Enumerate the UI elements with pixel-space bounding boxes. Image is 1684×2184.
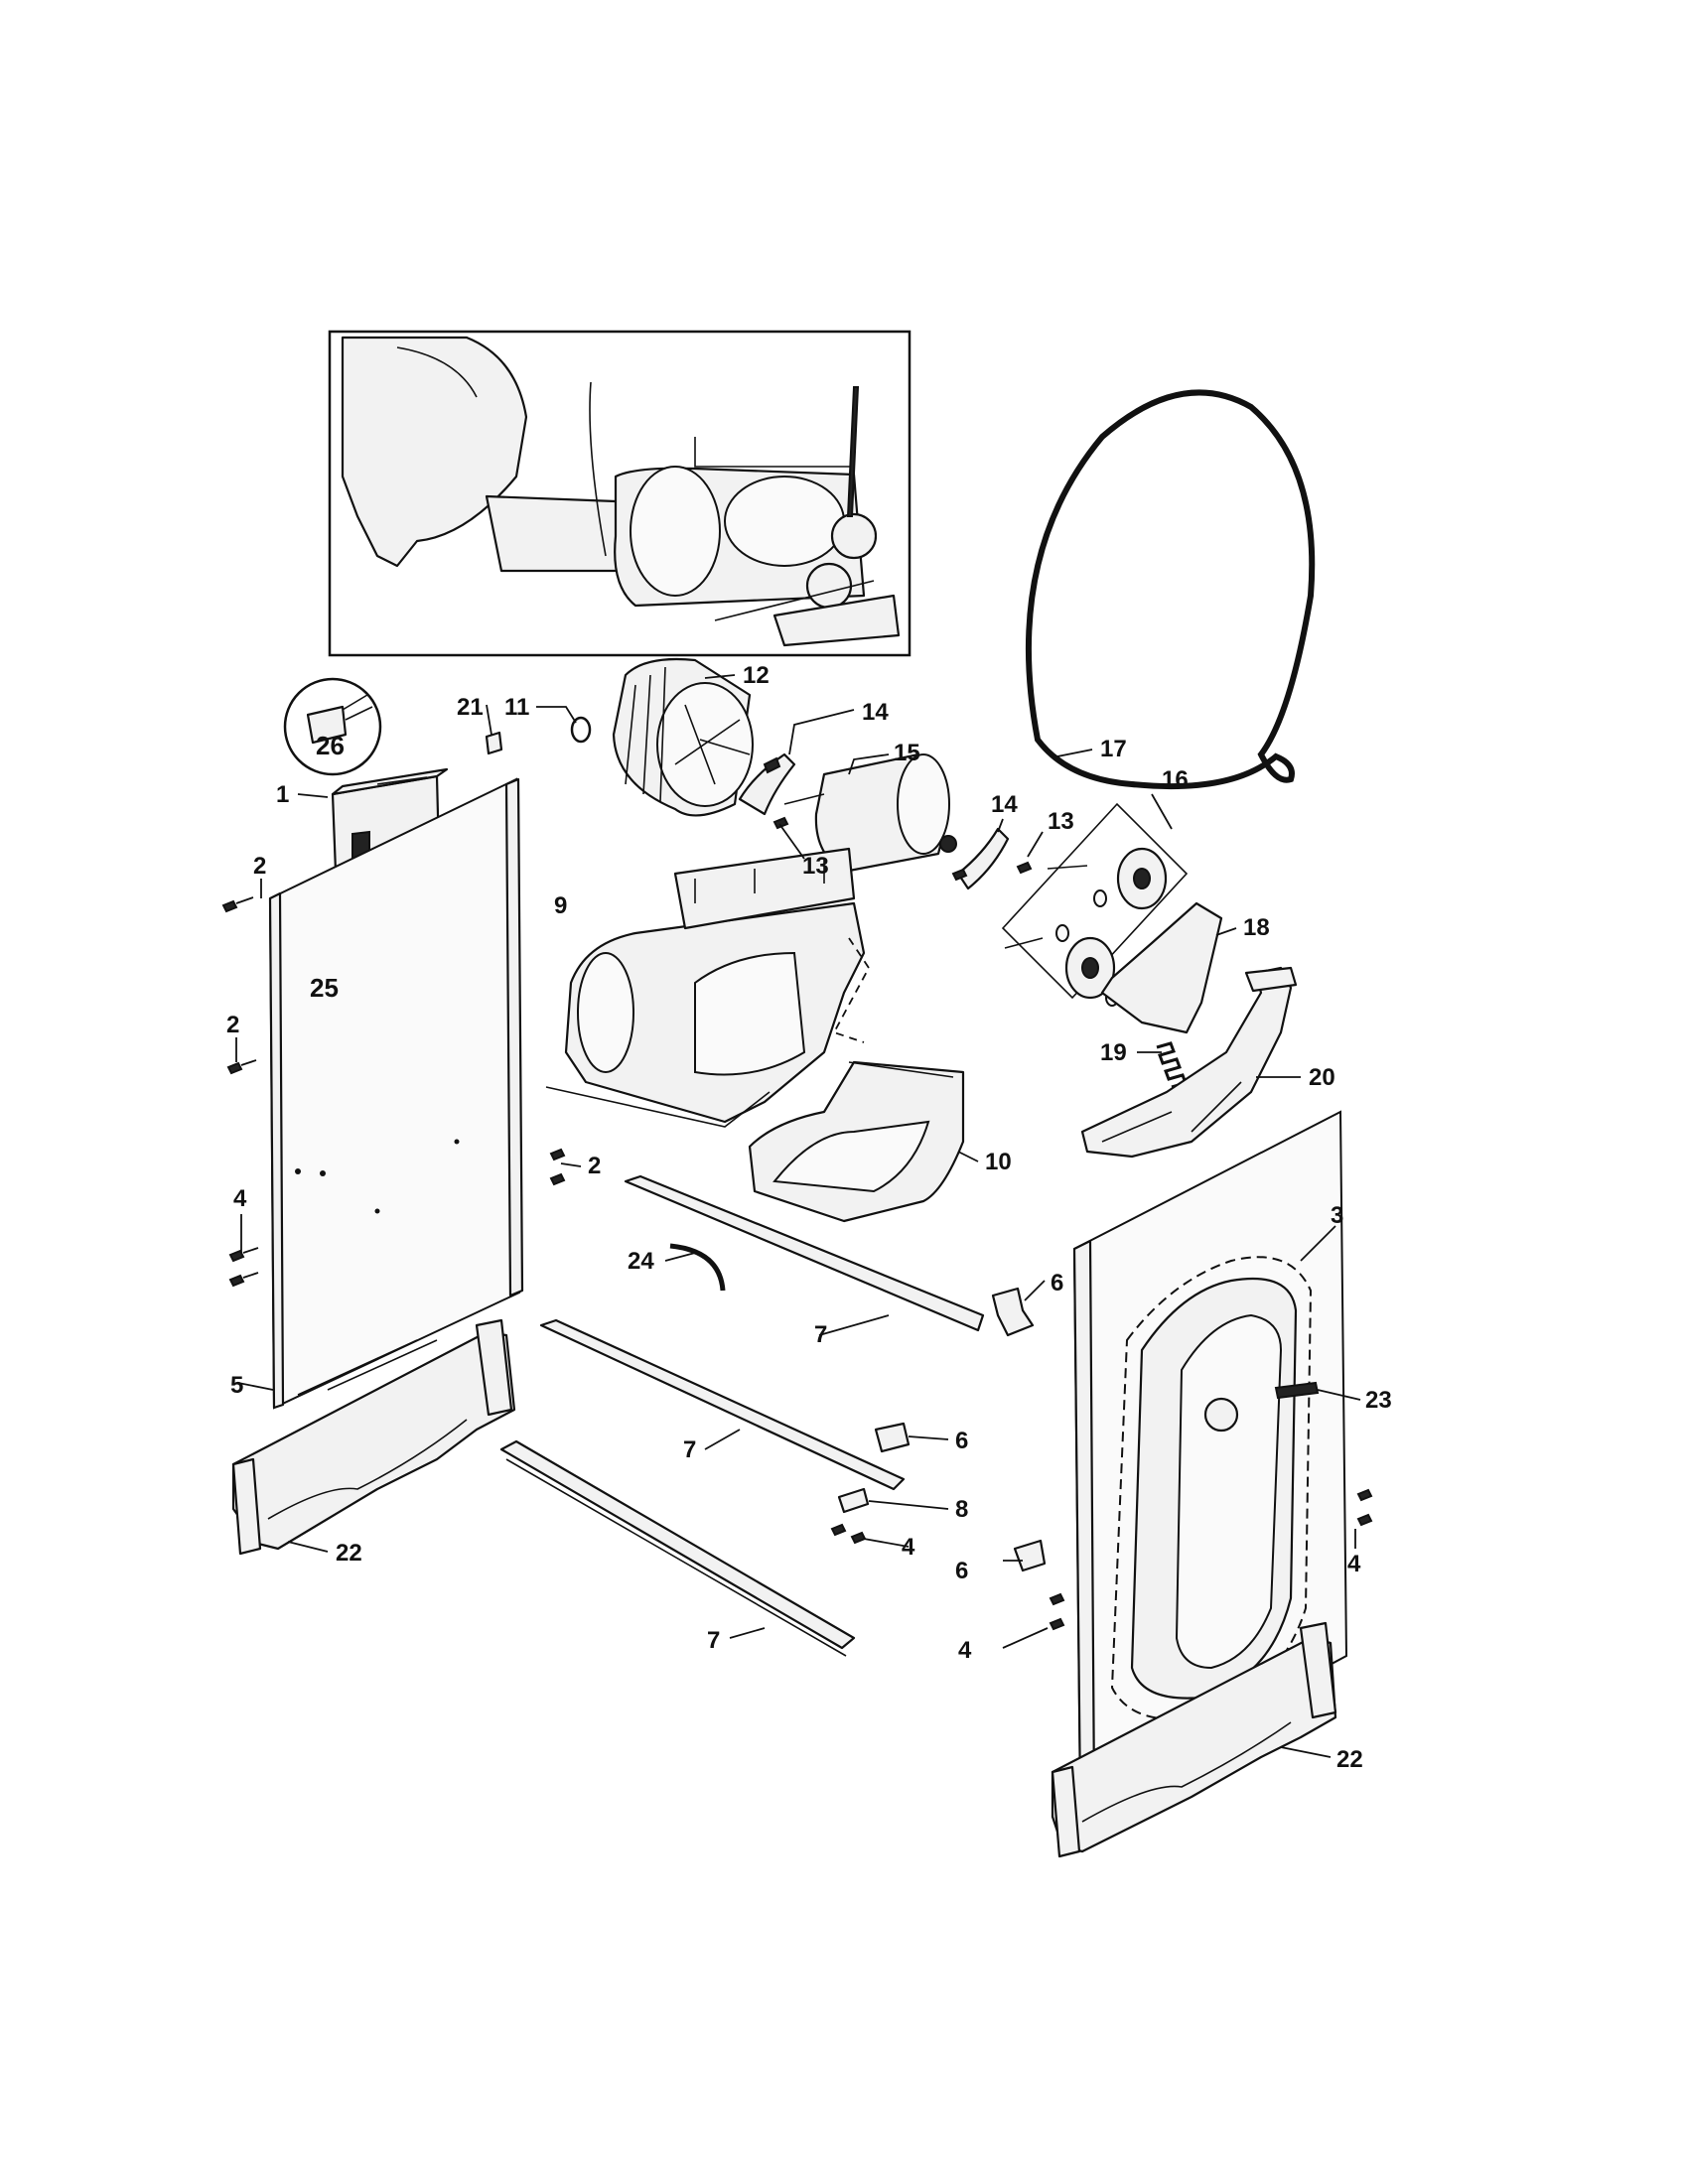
hose-24: [669, 1243, 726, 1292]
callout-7-c: 7: [707, 1627, 720, 1654]
callout-6-c: 6: [955, 1558, 968, 1584]
callout-17: 17: [1100, 736, 1127, 762]
seal-ring-11: [570, 716, 592, 744]
callout-10: 10: [985, 1149, 1012, 1175]
clip-8: [830, 1487, 870, 1545]
callout-14-b: 14: [991, 791, 1018, 818]
callout-7-a: 7: [814, 1321, 827, 1348]
callout-12: 12: [743, 662, 770, 689]
callout-5: 5: [230, 1372, 243, 1399]
callout-18: 18: [1243, 914, 1270, 941]
callout-1: 1: [276, 781, 289, 808]
lower-rail: [499, 1439, 856, 1657]
clip-6-upper: [991, 1287, 1035, 1337]
callout-22-b: 22: [1336, 1746, 1363, 1773]
motor-mount-right: [951, 827, 1010, 890]
upper-rail: [624, 1174, 985, 1332]
callout-2-b: 2: [226, 1012, 239, 1038]
idler-bracket: [1100, 901, 1223, 1034]
assembled-view-inset: [328, 330, 912, 657]
leader-lines: [235, 674, 1361, 1758]
callout-2-c: 2: [588, 1153, 601, 1179]
callout-15: 15: [894, 740, 920, 766]
wire-connector-26: [283, 677, 382, 776]
callout-16: 16: [1162, 766, 1189, 793]
callout-13-b: 13: [1048, 808, 1074, 835]
callout-25: 25: [310, 973, 339, 1003]
callout-14-a: 14: [862, 699, 889, 726]
idler-spring: [1156, 1041, 1188, 1089]
exhaust-duct: [748, 1060, 965, 1223]
callout-2-a: 2: [253, 853, 266, 880]
callout-9: 9: [554, 892, 567, 919]
clip-6-middle: [874, 1422, 911, 1453]
callout-4-c: 4: [1347, 1551, 1361, 1577]
blower-housing: [545, 847, 871, 1128]
callout-8: 8: [955, 1496, 968, 1523]
callout-4-a: 4: [233, 1185, 247, 1212]
right-base-bracket: [1051, 1621, 1337, 1858]
drum-belt: [1025, 389, 1316, 790]
left-side-panel: [268, 777, 524, 1410]
callout-6-b: 6: [955, 1428, 968, 1454]
callout-23: 23: [1365, 1387, 1392, 1414]
callout-4-b: 4: [902, 1534, 915, 1561]
blower-wheel: [612, 657, 754, 817]
callout-11: 11: [504, 694, 529, 721]
callout-19: 19: [1100, 1039, 1127, 1066]
callout-20: 20: [1309, 1064, 1335, 1091]
callout-22-a: 22: [336, 1540, 362, 1567]
motor-mount-left: [738, 752, 796, 830]
clip-6-lower: [1013, 1539, 1047, 1572]
small-clip-21: [485, 731, 503, 755]
callout-24: 24: [628, 1248, 654, 1275]
screws-left: [221, 896, 566, 1288]
callout-labels: 1 2 2 2 3 4 4 4 4 5 6 6 6 7 7 7 8 9 10 1…: [226, 662, 1392, 1773]
callout-6-a: 6: [1051, 1270, 1063, 1297]
callout-4-d: 4: [958, 1637, 972, 1664]
motor: [783, 752, 957, 874]
callout-21: 21: [457, 694, 484, 721]
middle-rail: [539, 1318, 906, 1491]
left-base-bracket: [231, 1318, 516, 1556]
callout-3: 3: [1331, 1202, 1343, 1229]
callout-7-b: 7: [683, 1436, 696, 1463]
rear-panel: [1049, 1110, 1373, 1801]
callout-26: 26: [316, 731, 345, 760]
idler-arm: [1080, 966, 1298, 1159]
callout-13-a: 13: [802, 853, 829, 880]
